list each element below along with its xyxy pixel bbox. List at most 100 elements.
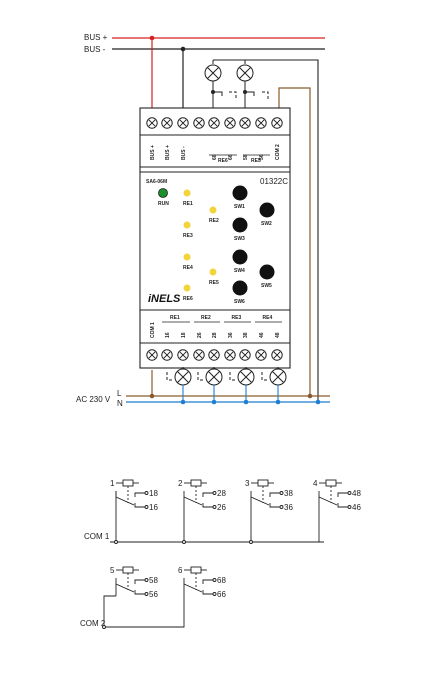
- top-screw-9: [271, 117, 283, 129]
- svg-text:18: 18: [149, 489, 158, 498]
- top-terminal-label: BUS -: [181, 146, 187, 160]
- svg-text:4: 4: [313, 479, 318, 488]
- re6-group-label: RE6: [218, 158, 228, 164]
- bottom-lamp-3: [229, 367, 255, 405]
- bottom-lamps: [166, 367, 287, 405]
- n-junction-b: [315, 399, 321, 405]
- top-terminal-label: 66: [228, 154, 234, 160]
- top-terminal-screws: [146, 117, 283, 129]
- bottom-terminal-label: 16: [165, 332, 171, 338]
- top-screw-7: [239, 117, 251, 129]
- brand-logo: iNELS: [148, 293, 181, 305]
- led-label: RE3: [183, 233, 193, 239]
- relay-module: [139, 107, 291, 369]
- led-re6: [183, 284, 191, 292]
- top-terminal-label: BUS +: [150, 145, 156, 160]
- bottom-terminal-label: COM 1: [150, 322, 156, 338]
- top-screw-6: [224, 117, 236, 129]
- svg-text:36: 36: [284, 503, 293, 512]
- top-terminal-label: 56: [259, 154, 265, 160]
- bottom-screw-6: [224, 349, 236, 361]
- bottom-terminal-screws: [146, 349, 283, 361]
- led-re3: [183, 221, 191, 229]
- bottom-terminal-label: 38: [243, 332, 249, 338]
- led-label: RE2: [209, 218, 219, 224]
- top-screw-2: [161, 117, 173, 129]
- switch-label: SW4: [234, 268, 245, 274]
- switch-sw4[interactable]: [232, 249, 248, 265]
- svg-text:6: 6: [178, 566, 183, 575]
- l-junction-b: [307, 393, 313, 399]
- switch-label: SW2: [261, 221, 272, 227]
- bottom-group-label: RE2: [201, 315, 211, 321]
- ac-voltage-label: AC 230 V: [76, 395, 111, 404]
- bottom-terminal-label: 26: [197, 332, 203, 338]
- bus-minus-label: BUS -: [84, 45, 106, 54]
- switch-label: SW1: [234, 204, 245, 210]
- bottom-group-label: RE4: [263, 315, 273, 321]
- bottom-screw-5: [208, 349, 220, 361]
- led-run: [158, 188, 168, 198]
- bottom-lamp-1: [166, 367, 192, 405]
- bottom-terminal-label: 46: [259, 332, 265, 338]
- switch-sw3[interactable]: [232, 217, 248, 233]
- svg-text:38: 38: [284, 489, 293, 498]
- ac-l-label: L: [117, 389, 122, 398]
- com2-bus: [103, 584, 185, 628]
- bottom-group-label: RE3: [232, 315, 242, 321]
- ac-n-label: N: [117, 399, 123, 408]
- re5-group-label: RE5: [251, 158, 261, 164]
- neutral-feed-top: [213, 59, 319, 402]
- bottom-screw-4: [193, 349, 205, 361]
- switch-label: SW5: [261, 283, 272, 289]
- bottom-terminal-label: 28: [212, 332, 218, 338]
- bottom-screw-7: [239, 349, 251, 361]
- top-screw-8: [255, 117, 267, 129]
- switch-label: SW6: [234, 299, 245, 305]
- led-label: RE4: [183, 265, 193, 271]
- switch-sw6[interactable]: [232, 280, 248, 296]
- switch-sw5[interactable]: [259, 264, 275, 280]
- svg-text:66: 66: [217, 590, 226, 599]
- led-re5: [209, 268, 217, 276]
- led-label: RE6: [183, 296, 193, 302]
- led-re4: [183, 253, 191, 261]
- bus-plus-label: BUS +: [84, 33, 108, 42]
- bottom-terminal-label: 48: [275, 332, 281, 338]
- svg-text:16: 16: [149, 503, 158, 512]
- svg-text:46: 46: [352, 503, 361, 512]
- switch-sw1[interactable]: [232, 185, 248, 201]
- svg-text:56: 56: [149, 590, 158, 599]
- svg-text:26: 26: [217, 503, 226, 512]
- bottom-screw-3: [177, 349, 189, 361]
- top-terminal-label: 68: [212, 154, 218, 160]
- com1-label: COM 1: [84, 532, 110, 541]
- phase-feed-top: [278, 87, 311, 396]
- svg-text:28: 28: [217, 489, 226, 498]
- bottom-screw-8: [255, 349, 267, 361]
- led-label: RE5: [209, 280, 219, 286]
- led-re2: [209, 206, 217, 214]
- top-screw-4: [193, 117, 205, 129]
- led-label: RUN: [158, 201, 169, 207]
- bottom-screw-9: [271, 349, 283, 361]
- top-screw-5: [208, 117, 220, 129]
- bottom-terminal-label: 18: [181, 332, 187, 338]
- svg-text:58: 58: [149, 576, 158, 585]
- switch-sw2[interactable]: [259, 202, 275, 218]
- com2-label: COM 2: [80, 619, 106, 628]
- top-screw-1: [146, 117, 158, 129]
- bottom-lamp-4: [261, 367, 287, 405]
